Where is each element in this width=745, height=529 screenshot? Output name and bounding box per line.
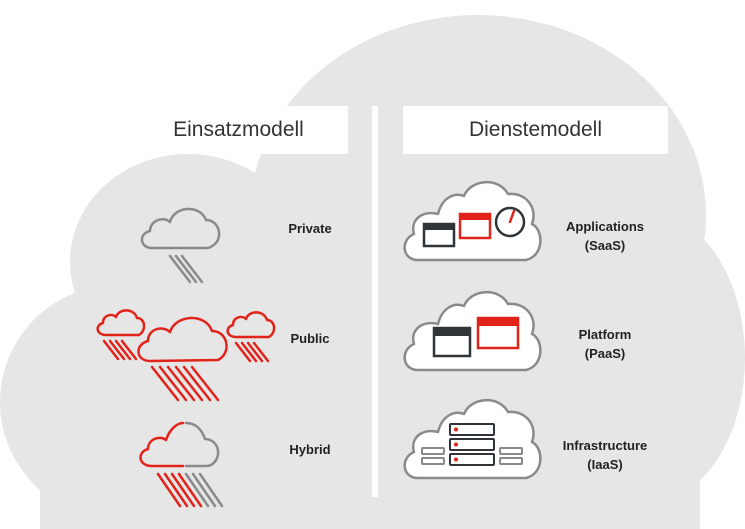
cloud-platform-icon (403, 290, 542, 372)
service-iaas-label: Infrastructure (IaaS) (545, 436, 665, 474)
deployment-model-header: Einsatzmodell (129, 106, 348, 154)
service-model-header: Dienstemodell (403, 106, 668, 154)
service-iaas-title: Infrastructure (562, 438, 648, 453)
service-paas-abbr: (PaaS) (584, 346, 626, 361)
cloud-rain-hybrid-icon (139, 421, 224, 508)
service-saas-title: Applications (565, 219, 644, 234)
deployment-public-label: Public (290, 331, 330, 346)
cloud-rain-red-icon (96, 309, 276, 402)
service-paas-label: Platform (PaaS) (545, 325, 665, 363)
deployment-private-label: Private (288, 221, 332, 236)
deployment-hybrid-label: Hybrid (289, 442, 331, 457)
cloud-rain-gray-icon (140, 207, 221, 284)
service-iaas-abbr: (IaaS) (587, 457, 623, 472)
service-paas-title: Platform (578, 327, 632, 342)
service-saas-label: Applications (SaaS) (545, 217, 665, 255)
cloud-applications-icon (403, 180, 542, 262)
cloud-servers-icon (403, 398, 542, 480)
service-saas-abbr: (SaaS) (584, 238, 626, 253)
